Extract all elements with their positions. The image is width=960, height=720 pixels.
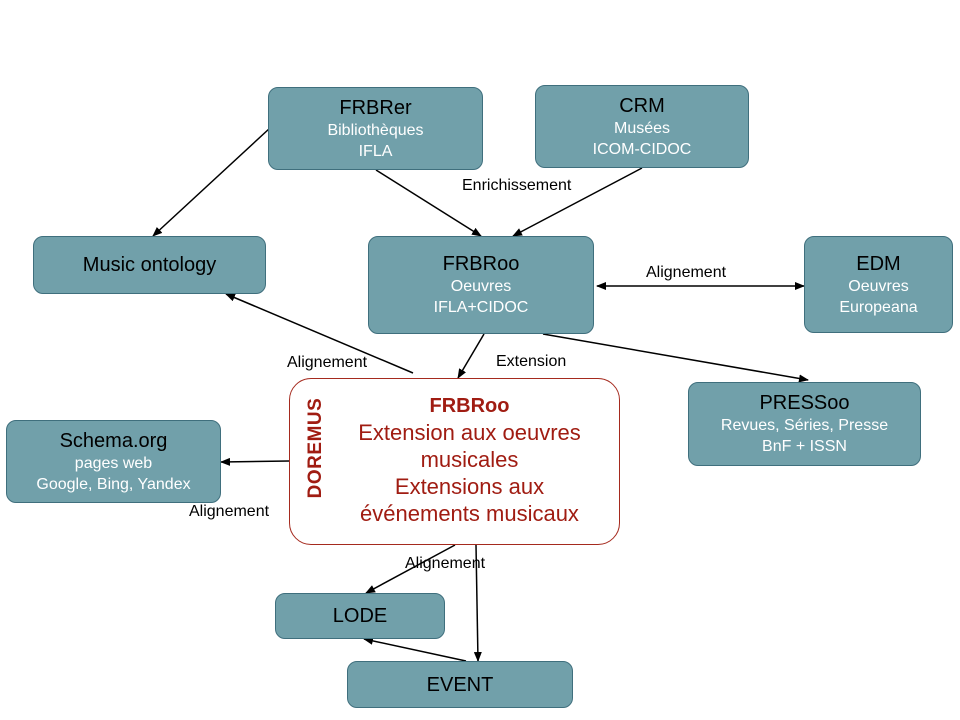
node-pressoo-line-1: Revues, Séries, Presse xyxy=(720,417,889,434)
edge-label-alignement-music: Alignement xyxy=(287,354,368,371)
node-frbroo: FRBRoo Oeuvres IFLA+CIDOC xyxy=(368,236,594,334)
edge-label-alignement-lode: Alignement xyxy=(405,555,486,572)
node-lode-title: LODE xyxy=(332,605,388,627)
doremus-line-2: musicales xyxy=(420,447,519,472)
edge-event-lode xyxy=(363,636,467,662)
node-pressoo: PRESSoo Revues, Séries, Presse BnF + ISS… xyxy=(688,382,921,466)
node-schema-org-line-2: Google, Bing, Yandex xyxy=(36,475,191,493)
node-schema-org: Schema.org pages web Google, Bing, Yande… xyxy=(6,420,221,503)
node-frbrer-title: FRBRer xyxy=(339,96,412,119)
node-edm-line-1: Oeuvres xyxy=(848,277,909,295)
edge-frbroo-pressoo xyxy=(542,333,809,383)
node-edm: EDM Oeuvres Europeana xyxy=(804,236,953,333)
node-event: EVENT xyxy=(347,661,573,708)
doremus-content: FRBRoo Extension aux oeuvres musicales E… xyxy=(320,393,619,527)
doremus-line-4: événements musicaux xyxy=(360,501,579,526)
node-schema-org-line-1: pages web xyxy=(74,454,153,472)
node-crm-title: CRM xyxy=(619,94,665,117)
node-doremus: DOREMUS FRBRoo Extension aux oeuvres mus… xyxy=(289,378,620,545)
edge-doremus-music xyxy=(225,293,414,374)
edge-label-alignement-schema: Alignement xyxy=(189,503,270,520)
node-music-ontology: Music ontology xyxy=(33,236,266,294)
node-edm-title: EDM xyxy=(856,252,901,275)
edge-label-enrichissement: Enrichissement xyxy=(462,177,572,194)
edge-frbrer-frbroo xyxy=(375,169,482,237)
node-music-ontology-title: Music ontology xyxy=(82,254,217,276)
edge-frbrer-music xyxy=(152,127,271,237)
doremus-title: FRBRoo xyxy=(429,395,510,417)
doremus-line-1: Extension aux oeuvres xyxy=(358,420,581,445)
edge-frbroo-doremus xyxy=(457,333,485,379)
doremus-line-3: Extensions aux xyxy=(394,474,545,499)
edge-label-extension: Extension xyxy=(496,353,567,370)
node-crm-line-1: Musées xyxy=(613,119,671,137)
node-edm-line-2: Europeana xyxy=(839,298,918,316)
edge-doremus-schema xyxy=(220,457,290,466)
node-frbroo-title: FRBRoo xyxy=(442,253,520,275)
node-event-title: EVENT xyxy=(426,673,494,696)
edge-crm-frbroo xyxy=(512,167,643,237)
node-frbrer: FRBRer Bibliothèques IFLA xyxy=(268,87,483,170)
edge-doremus-lode xyxy=(365,544,456,594)
node-pressoo-title: PRESSoo xyxy=(759,392,850,414)
node-frbrer-line-2: IFLA xyxy=(358,142,393,160)
node-lode: LODE xyxy=(275,593,445,639)
node-schema-org-title: Schema.org xyxy=(59,429,168,452)
node-frbroo-line-1: Oeuvres xyxy=(450,278,512,295)
node-frbrer-line-1: Bibliothèques xyxy=(327,121,424,139)
edge-label-alignement-edm: Alignement xyxy=(646,264,727,281)
node-frbroo-line-2: IFLA+CIDOC xyxy=(433,299,529,316)
node-crm: CRM Musées ICOM-CIDOC xyxy=(535,85,749,168)
node-crm-line-2: ICOM-CIDOC xyxy=(592,140,692,158)
node-pressoo-line-2: BnF + ISSN xyxy=(762,438,847,455)
edge-doremus-event xyxy=(473,544,482,662)
